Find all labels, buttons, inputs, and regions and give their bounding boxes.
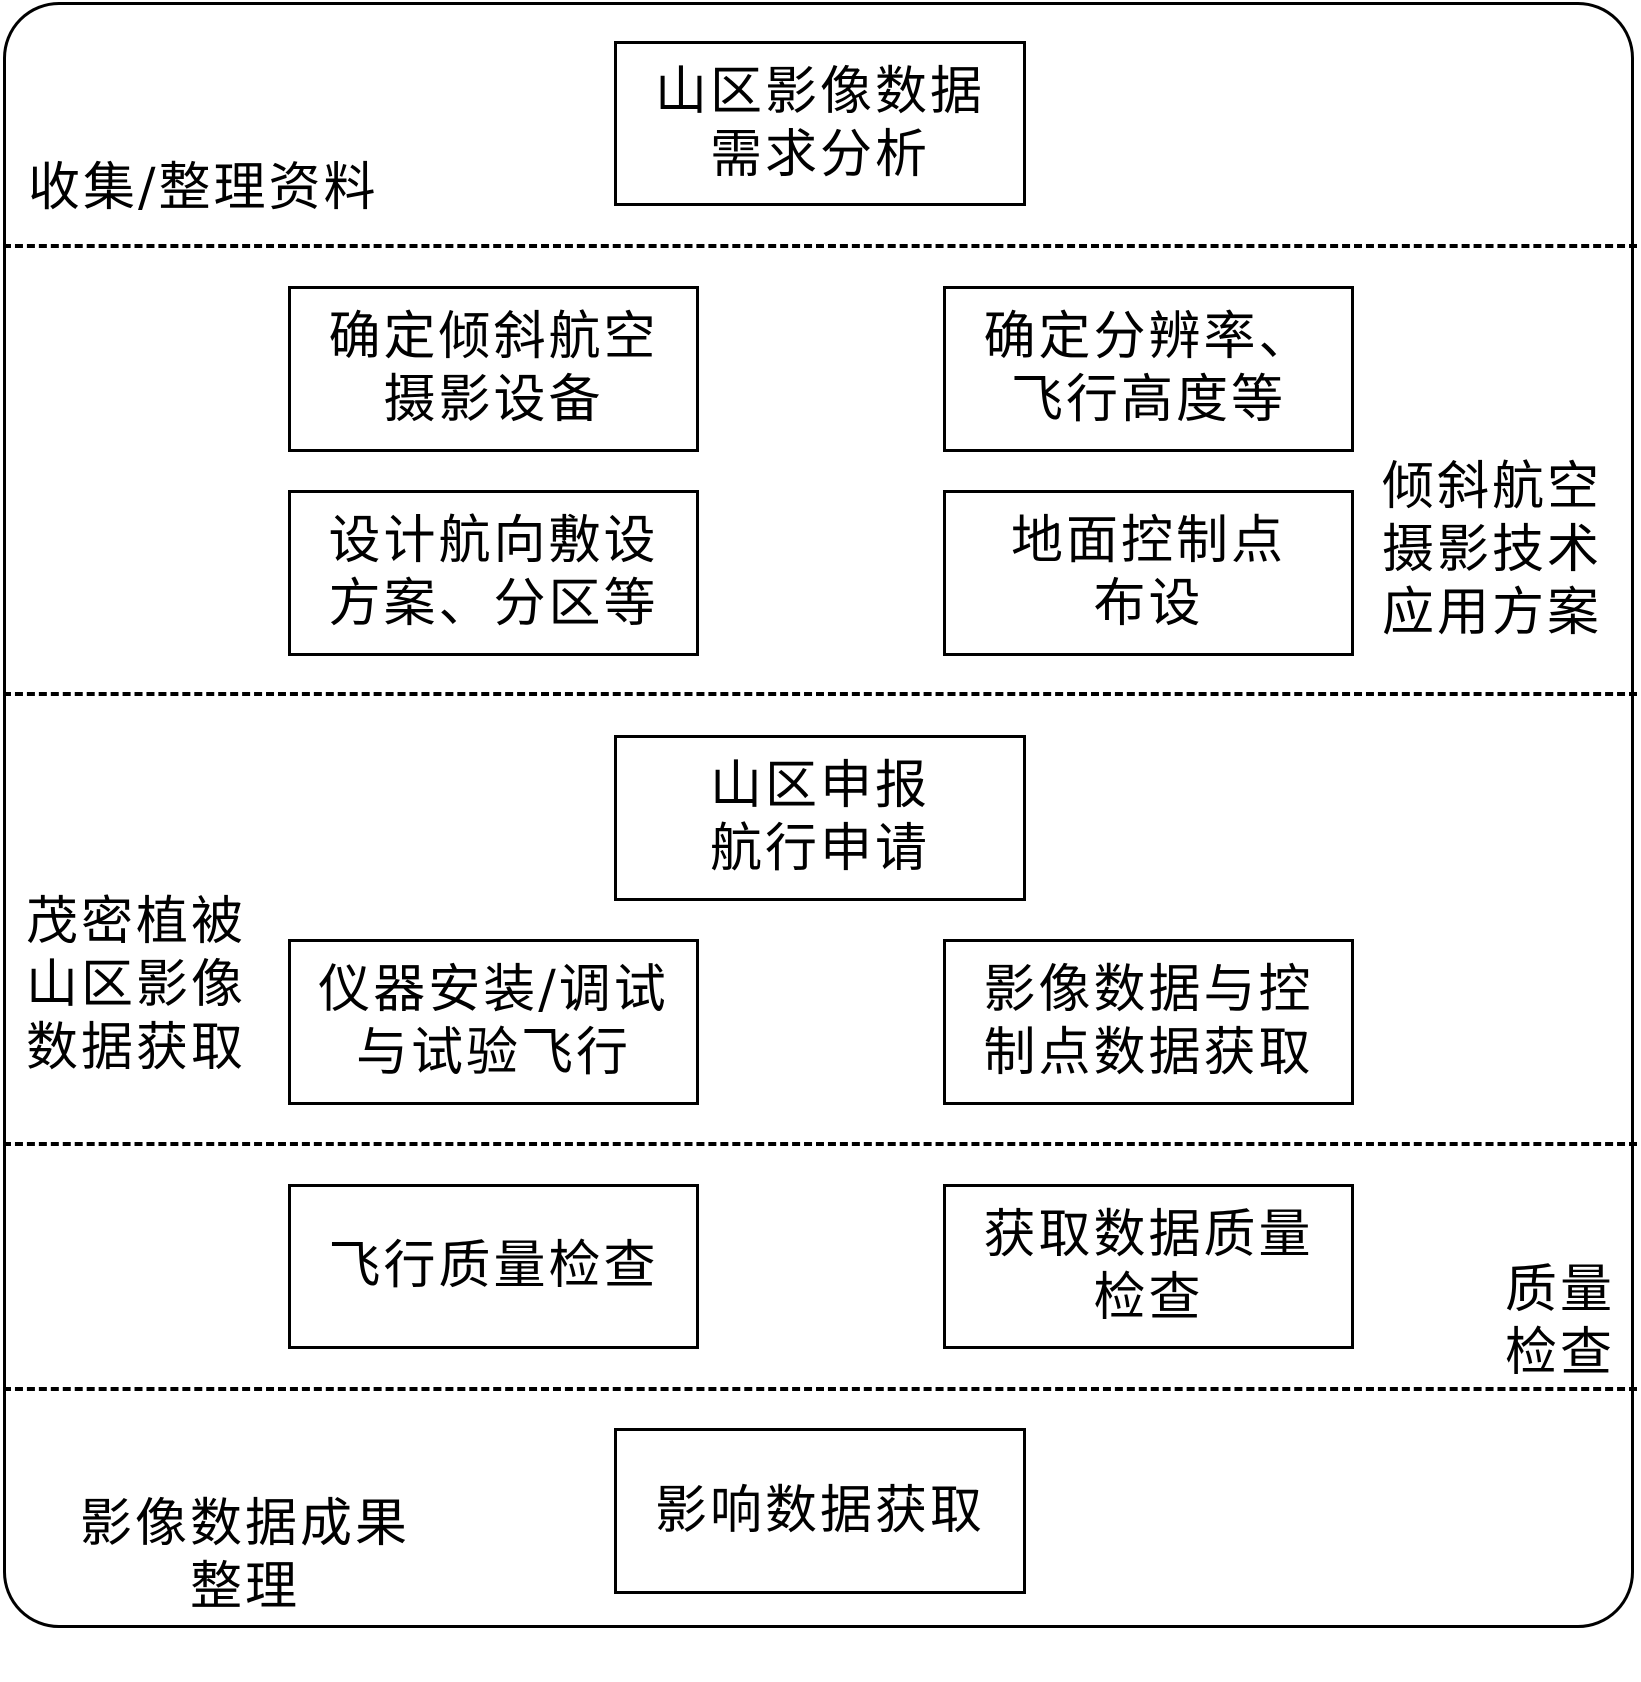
section-divider [3, 244, 1637, 248]
section-divider [3, 1142, 1637, 1146]
stage-label-plan: 倾斜航空 摄影技术 应用方案 [1382, 457, 1603, 643]
stage-label-collect: 收集/整理资料 [28, 158, 379, 218]
outer-frame [3, 2, 1634, 1628]
resolution-altitude-box: 确定分辨率、 飞行高度等 [943, 286, 1354, 452]
section-divider [3, 1387, 1637, 1391]
install-test-flight-box: 仪器安装/调试 与试验飞行 [288, 939, 699, 1105]
requirement-analysis-box: 山区影像数据 需求分析 [614, 41, 1026, 206]
flight-application-box: 山区申报 航行申请 [614, 735, 1026, 901]
ground-control-box: 地面控制点 布设 [943, 490, 1354, 656]
image-data-acquisition-box: 影响数据获取 [614, 1428, 1026, 1594]
data-quality-box: 获取数据质量 检查 [943, 1184, 1354, 1349]
equipment-box: 确定倾斜航空 摄影设备 [288, 286, 699, 452]
stage-label-quality: 质量 检查 [1505, 1260, 1616, 1383]
stage-label-acquire: 茂密植被 山区影像 数据获取 [26, 892, 247, 1078]
data-control-acquisition-box: 影像数据与控 制点数据获取 [943, 939, 1354, 1105]
route-layout-box: 设计航向敷设 方案、分区等 [288, 490, 699, 656]
flight-quality-box: 飞行质量检查 [288, 1184, 699, 1349]
stage-label-result: 影像数据成果 整理 [79, 1494, 410, 1617]
section-divider [3, 692, 1637, 696]
